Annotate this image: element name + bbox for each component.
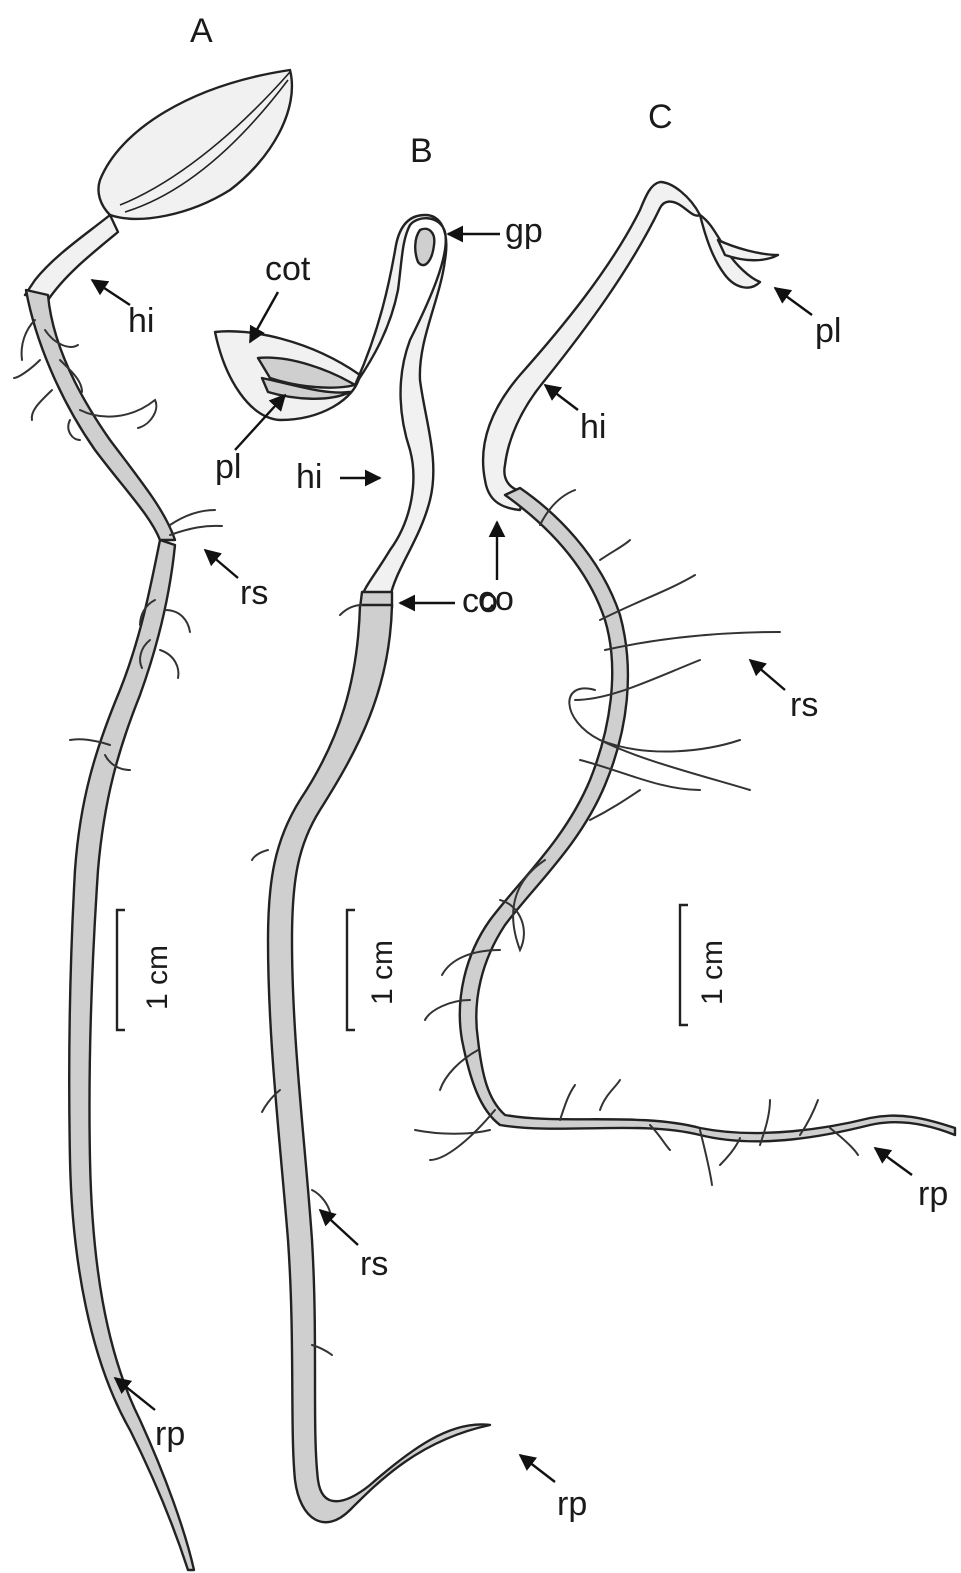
arrow-b-primary-root	[520, 1455, 555, 1482]
label-a-hypocotyl: hi	[128, 302, 154, 340]
label-a-primary-root: rp	[155, 1415, 185, 1453]
scale-label-b: 1 cm	[366, 940, 399, 1005]
scale-label-c: 1 cm	[696, 940, 729, 1005]
arrow-b-secondary-roots	[320, 1210, 358, 1245]
label-c-plumule: pl	[815, 312, 841, 350]
panel-label-c: C	[648, 98, 673, 136]
primary-root-c	[460, 488, 955, 1141]
seedling-c	[415, 182, 955, 1185]
label-c-hypocotyl: hi	[580, 408, 606, 446]
panel-label-b: B	[410, 132, 433, 170]
label-b-primary-root: rp	[557, 1485, 587, 1523]
arrow-c-secondary-roots	[750, 660, 785, 690]
label-a-secondary-roots: rs	[240, 574, 268, 612]
label-c-primary-root: rp	[918, 1175, 948, 1213]
arrow-c-hypocotyl	[545, 385, 578, 410]
label-b-secondary-roots: rs	[360, 1245, 388, 1283]
arrow-a-secondary-roots	[205, 550, 238, 578]
label-b-cotyledon: cot	[265, 250, 311, 288]
scale-bar-c	[680, 905, 688, 1025]
label-b-hypocotyl: hi	[296, 458, 322, 496]
label-b-plumule: pl	[215, 448, 241, 486]
label-b-growing-point: gp	[505, 212, 543, 250]
label-c-secondary-roots: rs	[790, 686, 818, 724]
scale-label-a: 1 cm	[141, 945, 174, 1010]
seed-a	[98, 70, 291, 219]
primary-root-b	[268, 605, 490, 1522]
seedling-b	[215, 215, 490, 1522]
seedling-a	[14, 70, 292, 1570]
panel-label-a: A	[190, 12, 213, 50]
arrow-c-plumule	[775, 288, 812, 315]
scale-bar-a	[117, 910, 125, 1030]
label-c-collar: co	[478, 580, 514, 618]
arrow-c-primary-root	[875, 1148, 912, 1175]
arrow-a-hypocotyl	[92, 280, 130, 305]
hypocotyl-b	[355, 215, 446, 598]
scale-bar-b	[347, 910, 355, 1030]
